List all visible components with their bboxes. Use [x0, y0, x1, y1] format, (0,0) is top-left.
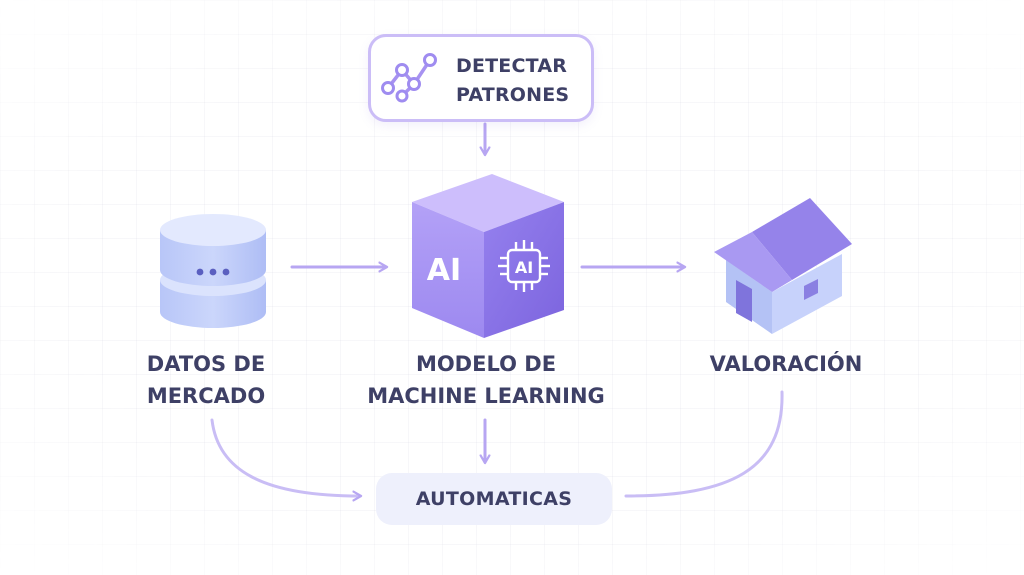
valuation-label: VALORACIÓN: [709, 352, 863, 376]
house-icon: [714, 198, 852, 334]
chip-icon: [498, 240, 550, 292]
detect-patterns-box: [368, 34, 594, 122]
ml-model-label: MODELO DE MACHINE LEARNING: [367, 352, 605, 408]
detect-patterns-label: DETECTAR PATRONES: [456, 55, 570, 106]
automatic-label: AUTOMATICAS: [415, 488, 573, 510]
arrow-data-to-automatic: [210, 418, 363, 502]
market-data-label: DATOS DE MERCADO: [146, 352, 266, 408]
ai-cube-icon: AI AI: [412, 174, 564, 338]
automatic-box: AUTOMATICAS: [376, 473, 612, 525]
cube-text-left: AI: [427, 253, 461, 288]
database-icon: [160, 214, 266, 328]
network-graph-icon: [381, 53, 437, 103]
cube-text-right: AI: [515, 258, 533, 277]
connector-valuation-to-automatic: [624, 390, 784, 498]
